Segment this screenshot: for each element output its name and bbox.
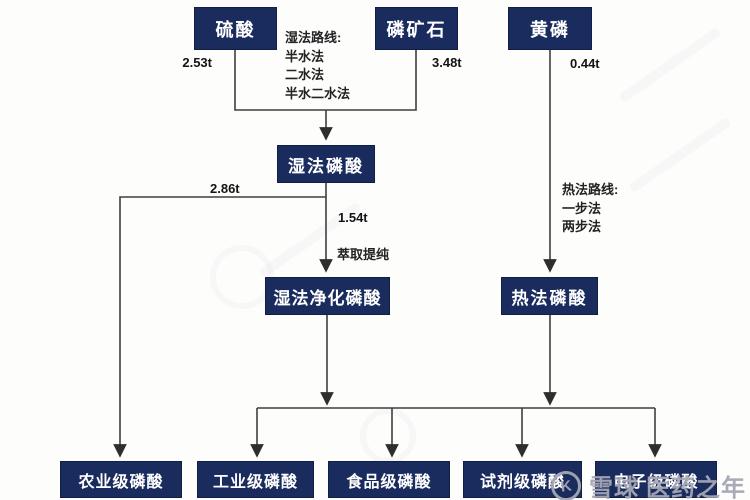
label-to-purified-qty: 1.54t (338, 210, 368, 225)
note-thermal-route-line: 一步法 (562, 200, 602, 216)
label-rock-qty: 3.48t (432, 55, 462, 70)
label-to-agricultural-qty: 2.86t (210, 181, 240, 196)
note-thermal-route: 热法路线: 一步法 两步法 (562, 181, 618, 237)
node-phosphate-rock: 磷矿石 (375, 7, 458, 50)
node-industrial-grade: 工业级磷酸 (197, 461, 314, 498)
node-wet-process-acid: 湿法磷酸 (277, 145, 375, 183)
node-wet-purified-acid: 湿法净化磷酸 (265, 277, 390, 315)
note-wet-route: 湿法路线: 半水法 二水法 半水二水法 (285, 29, 350, 103)
watermark-user-name: 医药之年 (646, 475, 746, 500)
node-agricultural-grade: 农业级磷酸 (60, 461, 182, 498)
node-thermal-acid: 热法磷酸 (501, 277, 598, 315)
edge-wet-to-agricultural (113, 196, 326, 458)
note-thermal-route-title: 热法路线: (562, 182, 619, 197)
node-sulfuric-acid: 硫酸 (194, 7, 277, 50)
node-food-grade: 食品级磷酸 (328, 461, 450, 498)
note-wet-route-title: 湿法路线: (285, 30, 342, 45)
watermark-text: 雪球医药之年 (589, 468, 746, 500)
note-wet-route-line: 半水二水法 (285, 85, 351, 101)
snowball-logo-icon: K (549, 468, 583, 500)
label-yellow-qty: 0.44t (570, 56, 600, 71)
watermark-site-name: 雪球 (589, 475, 639, 500)
node-electronic-grade: 电子级磷酸 (595, 461, 717, 498)
note-wet-route-line: 半水法 (285, 48, 325, 64)
site-watermark: K 雪球医药之年 (549, 468, 746, 500)
note-wet-route-line: 二水法 (285, 67, 325, 82)
label-purification-step: 萃取提纯 (337, 247, 390, 262)
label-sulfuric-qty: 2.53t (182, 55, 212, 70)
node-reagent-grade: 试剂级磷酸 (463, 461, 582, 498)
node-yellow-phosphorus: 黄磷 (508, 7, 592, 50)
note-thermal-route-line: 两步法 (562, 219, 602, 234)
